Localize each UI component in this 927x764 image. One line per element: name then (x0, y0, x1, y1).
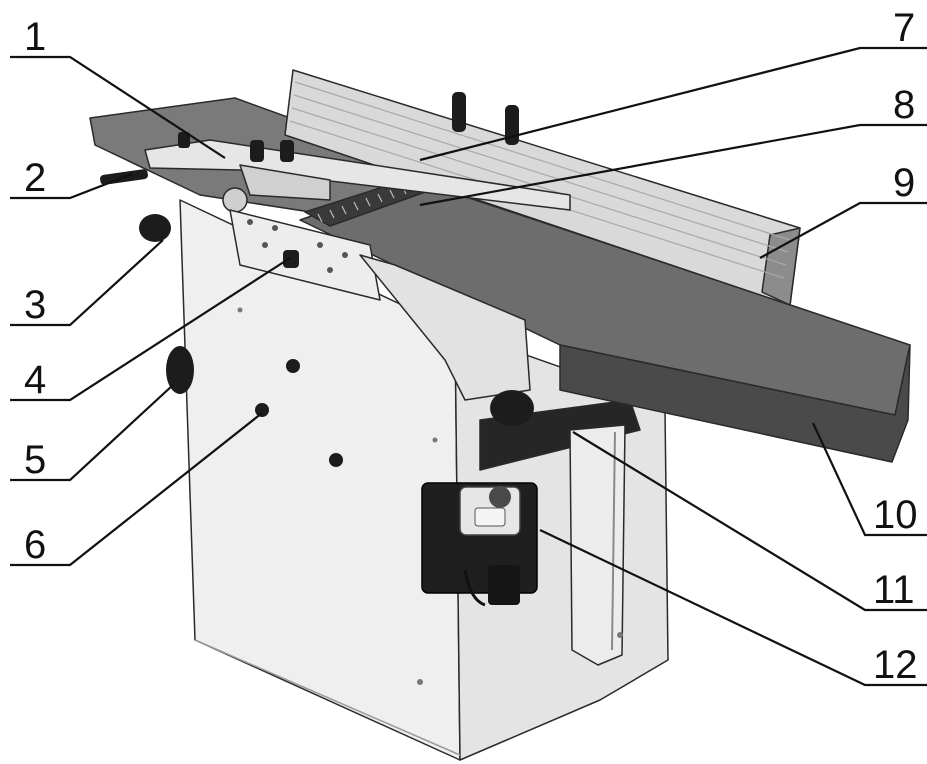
panel-screws (237, 307, 623, 685)
leader-1 (10, 55, 226, 159)
callout-label-5: 5 (24, 438, 46, 482)
fence-bracket-plate (229, 209, 381, 301)
height-adjust-knob (490, 390, 534, 426)
callout-label-4: 4 (24, 358, 46, 402)
guard-pivot (222, 187, 248, 213)
fence-ribs (289, 81, 791, 279)
door-hinge-line (611, 431, 616, 651)
callout-label-8: 8 (893, 83, 915, 127)
leader-3 (10, 239, 164, 327)
callout-label-1: 1 (24, 15, 46, 59)
leader-10 (812, 422, 927, 537)
callout-label-3: 3 (24, 283, 46, 327)
callout-label-6: 6 (24, 523, 46, 567)
leader-2 (10, 172, 133, 200)
plinth-line (194, 639, 461, 756)
leader-5 (10, 384, 174, 482)
thickness-handwheel (166, 346, 194, 394)
callout-label-7: 7 (893, 6, 915, 50)
table-handwheel (139, 214, 171, 242)
fence-bracket-arm (359, 254, 531, 401)
leader-6 (10, 412, 263, 567)
machine (89, 69, 911, 761)
outfeed-table-edge (559, 344, 911, 463)
callout-label-2: 2 (24, 156, 46, 200)
leader-12 (539, 529, 927, 687)
leader-9 (759, 201, 927, 259)
guard-bracket (239, 164, 331, 201)
callout-label-12: 12 (873, 643, 918, 687)
side-door (569, 424, 626, 666)
cabinet-knobs (255, 359, 343, 467)
callout-label-10: 10 (873, 493, 918, 537)
power-switch-box (421, 482, 538, 607)
fence-lock-knob (283, 250, 299, 268)
guard-knobs (178, 132, 294, 162)
callout-label-11: 11 (873, 568, 915, 612)
bracket-holes (247, 219, 348, 273)
callout-label-9: 9 (893, 161, 915, 205)
leader-7 (419, 46, 927, 162)
leader-8 (419, 123, 927, 207)
leader-4 (10, 257, 291, 402)
callout-labels: 1 2 3 4 5 6 7 8 9 10 11 12 (24, 6, 918, 687)
leader-11 (572, 431, 927, 612)
leader-lines (10, 46, 927, 687)
